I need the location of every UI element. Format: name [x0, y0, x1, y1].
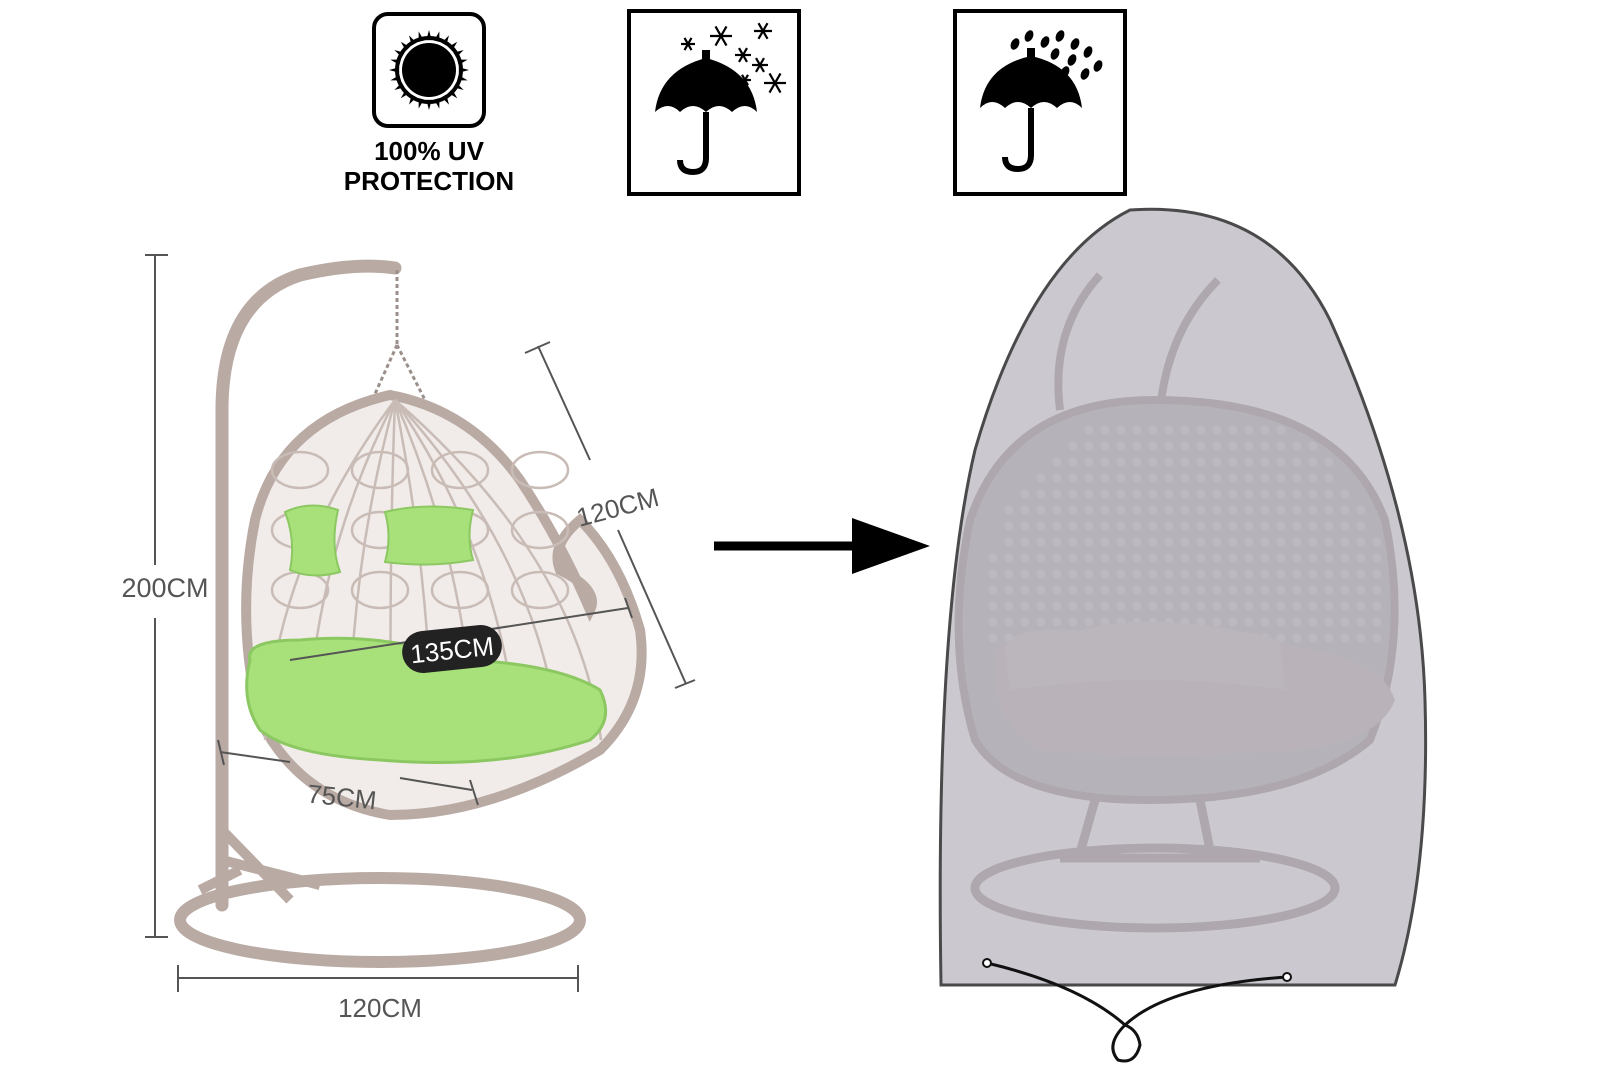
- base-width-label: 120CM: [338, 993, 422, 1023]
- height-label: 200CM: [121, 573, 208, 603]
- uv-badge-line2: PROTECTION: [344, 166, 514, 196]
- transform-arrow: [714, 518, 930, 574]
- chair-cover: [938, 207, 1428, 987]
- chair-base-ring: [174, 872, 586, 968]
- chair-chain: [368, 270, 427, 406]
- seat-cushion: [245, 636, 608, 764]
- drawstring: [982, 958, 1292, 1063]
- seat-depth-label: 75CM: [306, 778, 378, 815]
- depth-label: 120CM: [573, 482, 662, 533]
- back-pillow-left: [283, 504, 342, 577]
- umbrella-snow-icon: [655, 22, 786, 176]
- covered-chair: [938, 207, 1428, 1063]
- width-label-pill: 135CM: [402, 624, 502, 674]
- uv-protection-badge: 100% UV PROTECTION: [344, 12, 514, 196]
- snow-proof-badge: [627, 9, 801, 196]
- back-pillow-right: [383, 505, 475, 566]
- uv-badge-line1: 100% UV: [374, 136, 484, 166]
- umbrella-rain-icon: [980, 30, 1103, 173]
- sun-icon: [389, 30, 469, 110]
- hanging-chair-diagram: 200CM 120CM 135CM 75CM 120CM: [121, 254, 696, 1023]
- rain-proof-badge: [953, 9, 1127, 196]
- chair-stand-pole: [215, 259, 402, 912]
